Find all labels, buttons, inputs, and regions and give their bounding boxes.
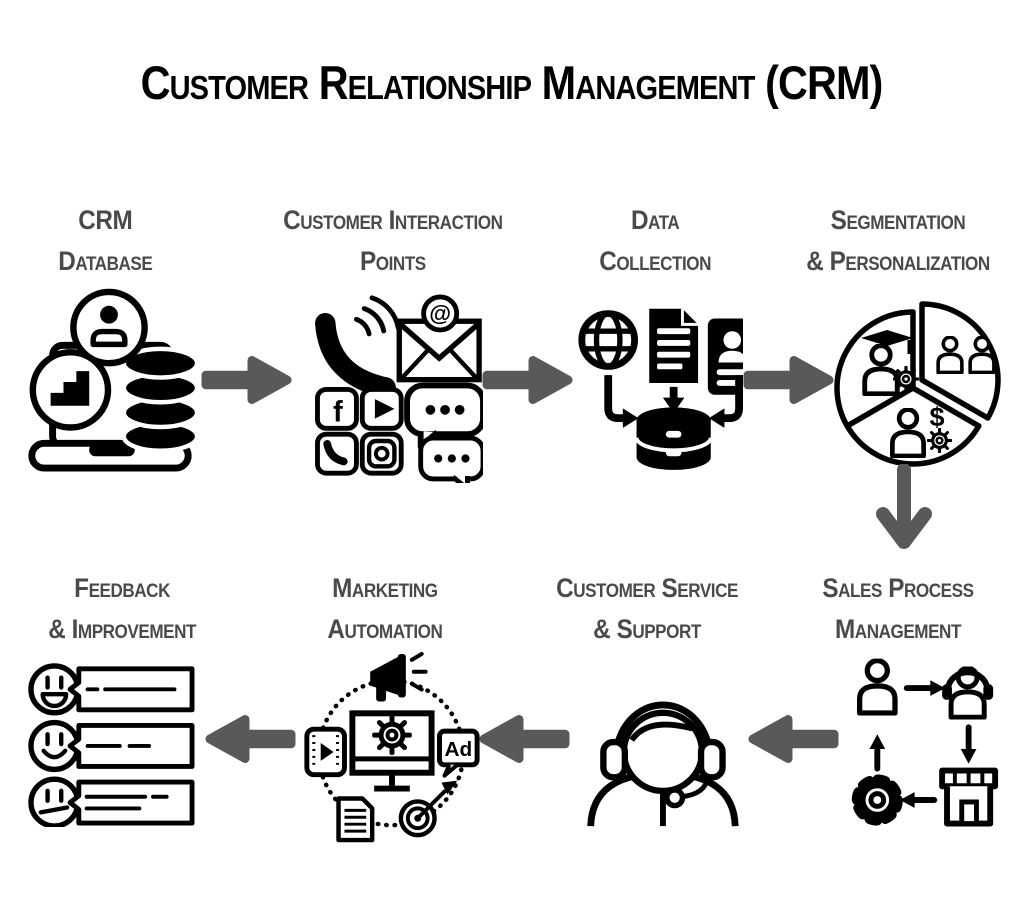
cycle-arrows	[869, 680, 977, 808]
customer-icon	[860, 661, 895, 713]
user-profile-badge-icon	[70, 288, 148, 367]
phone-call-icon	[315, 295, 401, 398]
email-icon: @	[396, 294, 482, 383]
video-ad-icon	[304, 726, 347, 778]
feedback-row-neutral	[28, 776, 195, 827]
mic	[664, 787, 686, 809]
monitor-gear-icon	[349, 710, 435, 792]
agent-icon	[942, 668, 994, 717]
ad-label: Ad	[444, 738, 472, 761]
arrow-down	[876, 464, 932, 549]
phone-app-icon	[323, 440, 348, 466]
gear-icon	[851, 774, 903, 826]
headphone-left	[600, 738, 629, 781]
target-dart-icon	[398, 780, 458, 838]
smiley-feedback-list-icon	[28, 663, 195, 827]
sales-cycle-icon	[851, 650, 999, 827]
arrow-right-1	[201, 351, 294, 409]
label-marketing-automation: Marketing Automation	[326, 573, 443, 644]
pie-segment-bottom: $	[844, 385, 982, 467]
hair	[629, 721, 693, 742]
id-card-icon	[707, 318, 743, 395]
bar-chart-badge-icon	[29, 349, 112, 431]
support-agent-headset-icon	[587, 701, 739, 827]
globe-icon	[578, 310, 638, 370]
label-customer-interaction-points: Customer Interaction Points	[282, 205, 503, 276]
pie-segment-right	[919, 301, 1001, 421]
sources-into-database-icon	[578, 308, 743, 470]
arrow-left-3	[746, 710, 839, 768]
feedback-row-happy	[28, 663, 195, 716]
arrow-right-3	[743, 351, 836, 409]
at-symbol: @	[429, 301, 451, 326]
label-segmentation-personalization: Segmentation & Personalization	[805, 205, 990, 276]
label-customer-service-support: Customer Service & Support	[556, 573, 739, 644]
database-stack-icon	[121, 346, 200, 453]
arrow-left-1	[203, 710, 296, 768]
document-icon	[649, 308, 699, 383]
dollar-sign: $	[929, 402, 944, 432]
instagram-icon	[366, 438, 397, 469]
label-sales-process-management: Sales Process Management	[821, 573, 974, 644]
social-apps-icons: f	[315, 386, 404, 476]
ad-bubble-icon: Ad	[437, 728, 480, 778]
label-data-collection: Data Collection	[599, 205, 711, 276]
document-icon	[336, 796, 375, 843]
arrow-left-2	[477, 710, 570, 768]
flow-arrows	[604, 375, 743, 428]
label-feedback-improvement: Feedback & Improvement	[48, 573, 197, 644]
chat-bubbles-icon	[404, 382, 483, 483]
arrow-right-2	[482, 351, 575, 409]
page-title: Customer Relationship Management (CRM)	[141, 56, 884, 109]
campaign-automation-icon: Ad	[304, 651, 480, 843]
laptop-analytics-database-icon	[28, 288, 200, 472]
database-icon	[634, 407, 713, 470]
facebook-icon: f	[333, 397, 343, 429]
phone-email-social-chat-icons: @ f	[315, 294, 483, 483]
video-play-icon	[374, 399, 395, 419]
feedback-row-smile	[28, 719, 195, 773]
megaphone-icon	[370, 651, 428, 702]
customer-segments-pie-icon: $	[834, 301, 1001, 467]
headphone-right	[697, 738, 726, 781]
store-icon	[939, 767, 999, 827]
label-crm-database: CRM Database	[57, 205, 153, 276]
